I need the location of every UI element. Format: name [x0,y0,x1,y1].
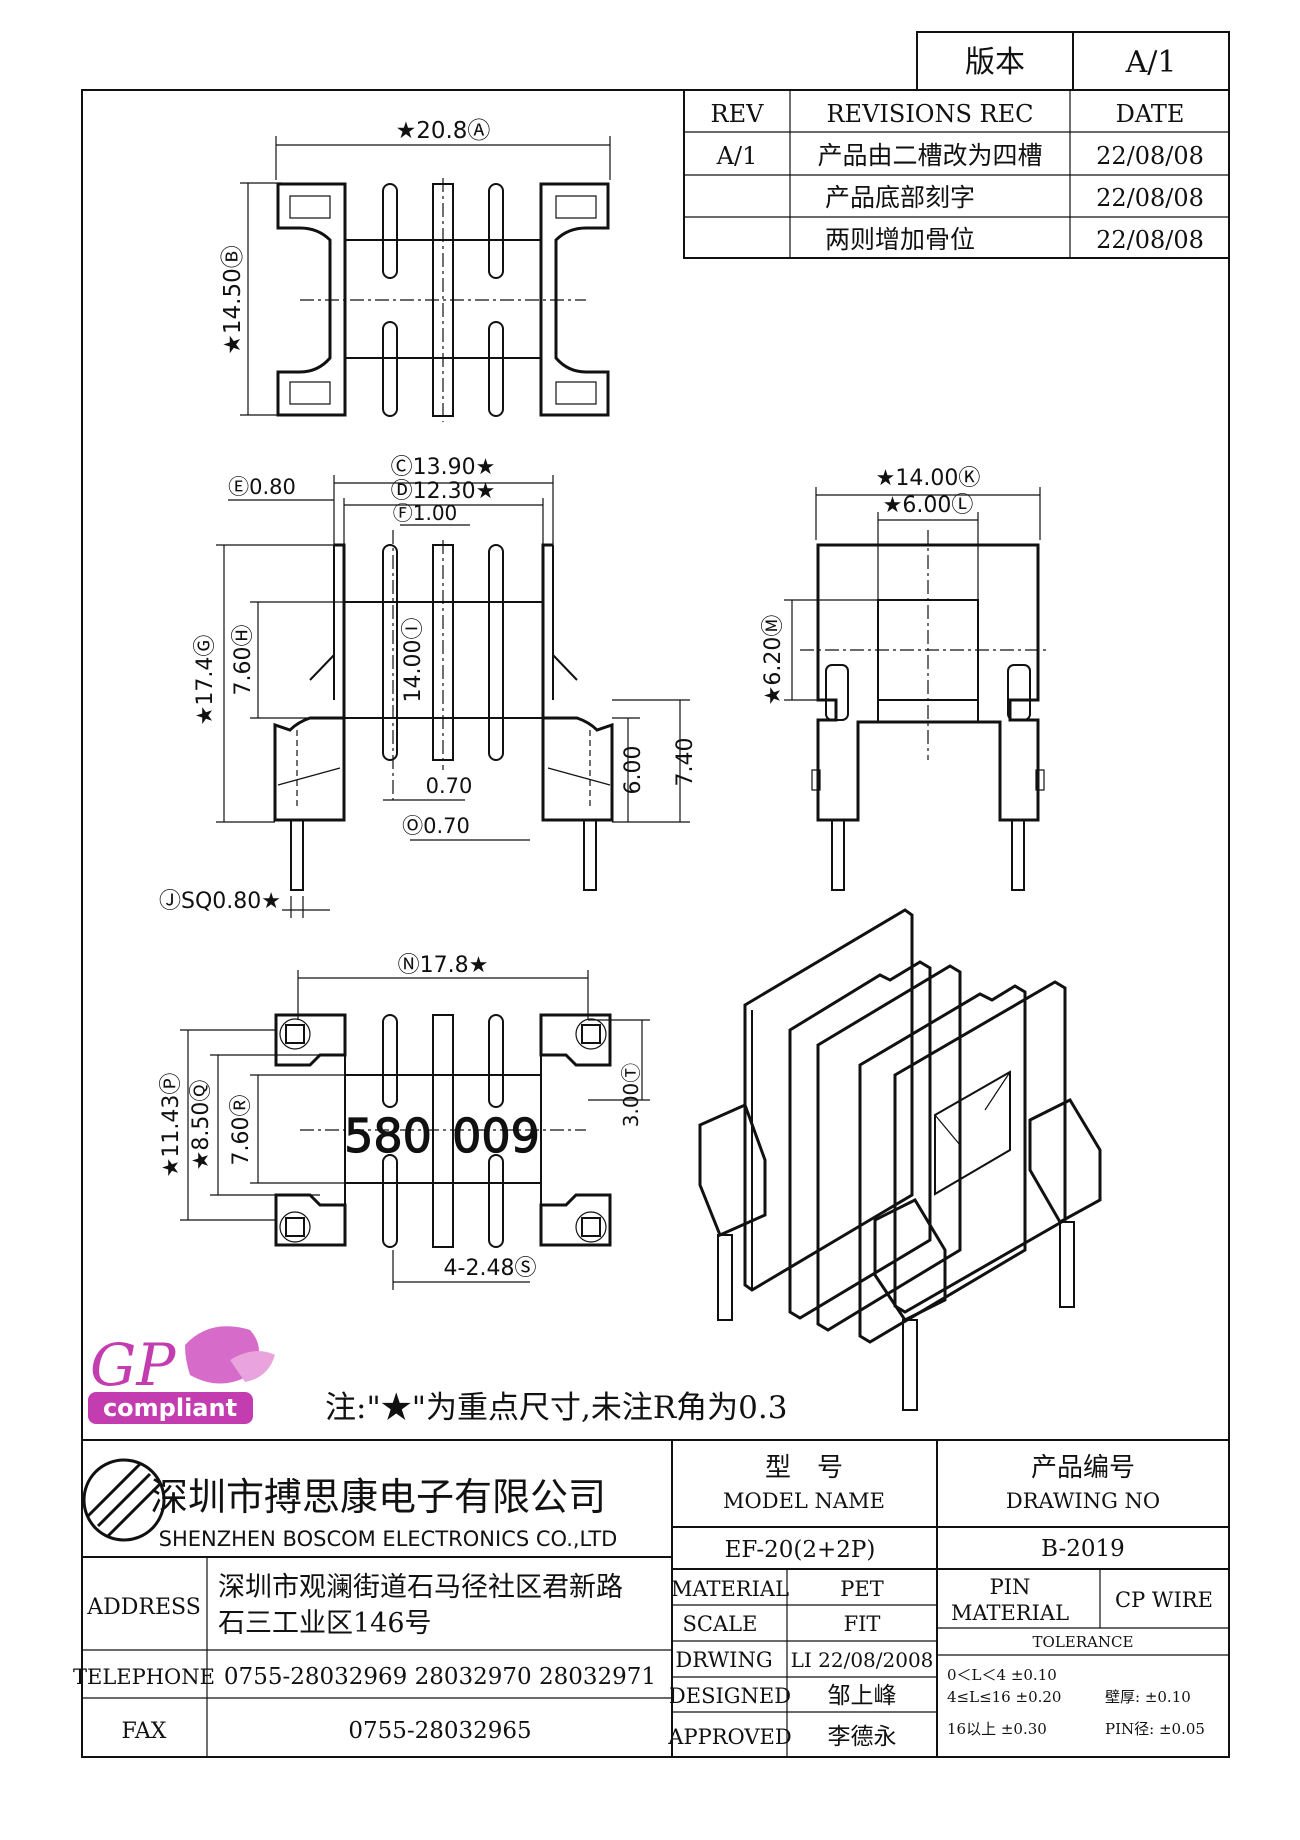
designed-label: DESIGNED [669,1684,791,1708]
tolerance-label: TOLERANCE [1033,1633,1134,1651]
address-line2: 石三工业区146号 [218,1608,432,1639]
note-text: 注:"★"为重点尺寸,未注R角为0.3 [325,1390,787,1426]
drawing-no-value: B-2019 [1041,1536,1125,1562]
dim-r-label: 7.60Ⓡ [229,1095,254,1166]
model-name-en: MODEL NAME [723,1489,885,1513]
drawing-label: DRWING [675,1648,772,1672]
dim-070-label: 0.70 [426,774,473,798]
bottom-marking-right: 009 [452,1109,540,1163]
dim-f-label: Ⓕ1.00 [393,501,458,525]
revision-date-cell: 22/08/08 [1096,226,1204,254]
material-value: PET [840,1577,883,1601]
dim-j-label: ⒿSQ0.80★ [159,889,281,914]
dim-n-label: Ⓝ17.8★ [398,953,489,978]
isometric-view [698,908,1102,1411]
drawing-no-cn: 产品编号 [1031,1453,1135,1483]
pin-material-value: CP WIRE [1115,1588,1213,1612]
date-header: DATE [1116,100,1185,128]
material-label: MATERIAL [671,1577,789,1601]
dim-h-label: 7.60Ⓗ [231,625,256,696]
revision-table: REV REVISIONS REC DATE A/1 产品由二槽改为四槽 22/… [683,89,1230,259]
revision-date-cell: 22/08/08 [1096,184,1204,212]
dim-o-label: Ⓞ0.70 [402,814,470,838]
title-block: 深圳市搏思康电子有限公司 SHENZHEN BOSCOM ELECTRONICS… [73,1439,1229,1757]
model-value: EF-20(2+2P) [725,1537,876,1563]
model-name-cn: 型 号 [765,1453,843,1483]
revision-date-cell: 22/08/08 [1096,142,1204,170]
dim-g-label: ★17.4Ⓖ [193,635,218,726]
address-line1: 深圳市观澜街道石马径社区君新路 [218,1572,623,1603]
tolerance-line: 4≤L≤16 ±0.20 [947,1688,1061,1706]
side-view: ★14.00Ⓚ ★6.00Ⓛ ★6.20Ⓜ [761,466,1050,891]
gp-compliant-logo: GP compliant [88,1326,275,1424]
dim-p-label: ★11.43Ⓟ [159,1073,184,1178]
version-label: 版本 [965,45,1025,80]
front-view: Ⓒ13.90★ Ⓓ12.30★ Ⓕ1.00 Ⓔ0.80 ★17.4Ⓖ 7.60Ⓗ [159,455,698,918]
dim-b-label: ★14.50Ⓑ [220,245,246,354]
designed-value: 邹上峰 [828,1683,897,1709]
version-box: 版本 A/1 [916,31,1230,91]
dim-l-label: ★6.00Ⓛ [883,493,974,518]
bottom-marking-left: 580 [344,1109,432,1163]
main-frame [81,89,1230,1758]
rev-header: REV [711,100,765,128]
company-logo-icon [82,1458,166,1542]
top-view: ★20.8Ⓐ ★14.50Ⓑ [220,118,611,422]
telephone-label: TELEPHONE [73,1665,215,1689]
bottom-view: Ⓝ17.8★ ★11.43Ⓟ ★8.50Ⓠ 7.60Ⓡ 3.00Ⓣ [159,953,650,1290]
dim-i-label: 14.00Ⓘ [401,618,426,703]
revision-rec-cell: 产品底部刻字 [825,183,975,212]
revision-rec-cell: 两则增加骨位 [825,225,975,254]
revision-rec-cell: 产品由二槽改为四槽 [817,141,1042,170]
tolerance-line: 0＜L＜4 ±0.10 [947,1666,1057,1684]
dim-740-label: 7.40 [673,738,698,787]
dim-s-label: 4-2.48Ⓢ [444,1256,537,1281]
version-value: A/1 [1125,45,1177,80]
fax-value: 0755-28032965 [348,1718,531,1744]
drawing-value: LI 22/08/2008 [791,1648,934,1672]
rev-cell: A/1 [716,142,758,170]
tolerance-pin: PIN径: ±0.05 [1105,1720,1205,1738]
tolerance-line: 16以上 ±0.30 [947,1720,1047,1738]
approved-label: APPROVED [667,1725,791,1749]
approved-value: 李德永 [828,1724,897,1750]
dim-d-label: Ⓓ12.30★ [391,479,496,504]
telephone-value: 0755-28032969 28032970 28032971 [224,1664,656,1690]
company-name-cn: 深圳市搏思康电子有限公司 [150,1475,606,1519]
scale-value: FIT [844,1612,881,1636]
company-name-en: SHENZHEN BOSCOM ELECTRONICS CO.,LTD [159,1527,618,1551]
dim-m-label: ★6.20Ⓜ [761,615,786,706]
scale-label: SCALE [683,1612,758,1636]
tolerance-wall: 壁厚: ±0.10 [1105,1688,1191,1706]
gp-text: GP [90,1331,176,1399]
address-label: ADDRESS [86,1595,201,1620]
fax-label: FAX [122,1719,167,1744]
dim-q-label: ★8.50Ⓠ [189,1080,214,1171]
dim-k-label: ★14.00Ⓚ [876,466,981,491]
dim-t-label: 3.00Ⓣ [619,1063,643,1128]
dim-600-label: 6.00 [621,746,646,795]
drawing-no-en: DRAWING NO [1006,1489,1160,1513]
compliant-text: compliant [103,1394,237,1422]
dim-e-label: Ⓔ0.80 [228,475,296,499]
pin-material-label: MATERIAL [951,1601,1069,1625]
dim-c-label: Ⓒ13.90★ [391,455,496,480]
revisions-header: REVISIONS REC [826,100,1033,128]
pin-material-label: PIN [990,1575,1031,1599]
dim-a-label: ★20.8Ⓐ [396,118,491,144]
